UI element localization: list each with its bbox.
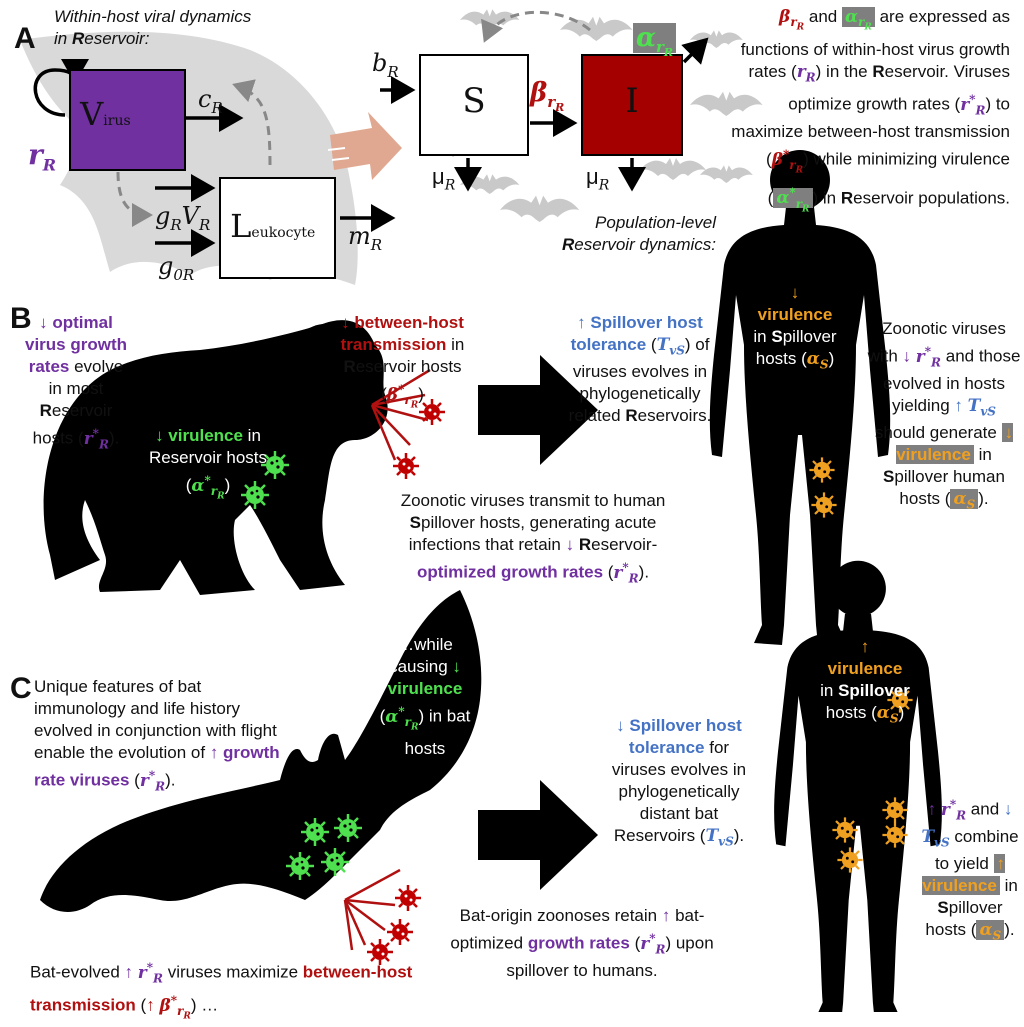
panel-label-b: B	[10, 302, 32, 335]
transmission-symbol: βrR	[530, 78, 565, 115]
bat-virus-spray	[343, 868, 401, 951]
baseline-recruit-symbol: g0R	[158, 252, 195, 284]
leukocyte-recruit-symbol: gRVR	[155, 202, 211, 234]
panel-b-right-text: Zoonotic viruses with ↓ r*R and those ev…	[867, 319, 1021, 512]
within-host-title: Within-host viral dynamics in Reservoir:	[54, 7, 252, 48]
panel-b-left-text: ↓ optimal virus growth rates evolve in m…	[24, 313, 127, 452]
panel-b-tolerance-text: ↑ Spillover host tolerance (TvS) of viru…	[568, 313, 712, 426]
panel-c-tolerance-text: ↓ Spillover host tolerance for viruses e…	[611, 716, 747, 849]
leukocyte-mortality-symbol: mR	[348, 222, 383, 254]
clearance-rate-symbol: cR	[198, 85, 223, 117]
panel-c-zoonoses-text: Bat-origin zoonoses retain ↑ bat-optimiz…	[450, 906, 714, 981]
human-c-silhouette-icon	[774, 560, 942, 1012]
leukocyte-box-label: Leukocyte	[220, 207, 316, 245]
panel-label-c: C	[10, 672, 32, 705]
panel-label-a: A	[14, 22, 36, 55]
s-box-label: S	[462, 81, 486, 121]
gorilla-virulence-text: ↓ virulence in Reservoir hosts (α*rR)	[148, 426, 268, 502]
panel-a-explanation: βrR and αrR are expressed as functions o…	[731, 7, 1010, 215]
mortality-s-symbol: μR	[432, 164, 456, 194]
bat-wing-text: …while causing ↓ virulence (α*rR) in bat…	[379, 635, 471, 759]
panel-b-zoonotic-text: Zoonotic viruses transmit to human Spill…	[400, 491, 666, 586]
bat-red-virus-icon	[365, 883, 423, 967]
transition-arrow-icon	[327, 112, 402, 180]
panel-b-transmission-text: ↓ between-host transmission in Reservoir…	[340, 313, 465, 411]
mortality-i-symbol: μR	[586, 164, 610, 194]
arrow-b-icon	[478, 355, 598, 465]
arrow-c-icon	[478, 780, 598, 890]
panel-c-bottom-text: Bat-evolved ↑ r*R viruses maximize betwe…	[30, 960, 413, 1022]
virulence-symbol: αrR	[633, 23, 677, 64]
gorilla-virus-spray	[370, 368, 431, 461]
bat-silhouette-icon	[40, 590, 482, 912]
gorilla-silhouette-icon	[43, 320, 388, 595]
i-box-label: I	[625, 81, 639, 121]
panel-c-left-text: Unique features of bat immunology and li…	[34, 677, 280, 794]
growth-rate-symbol: rR	[28, 138, 57, 175]
panel-c-right-text: ↑ r*R and ↓ TvS combine to yield ↑ virul…	[921, 797, 1019, 943]
virus-box-label: Virus	[70, 95, 131, 133]
birth-rate-symbol: bR	[372, 49, 399, 81]
population-title: Population-level Reservoir dynamics:	[562, 213, 716, 254]
